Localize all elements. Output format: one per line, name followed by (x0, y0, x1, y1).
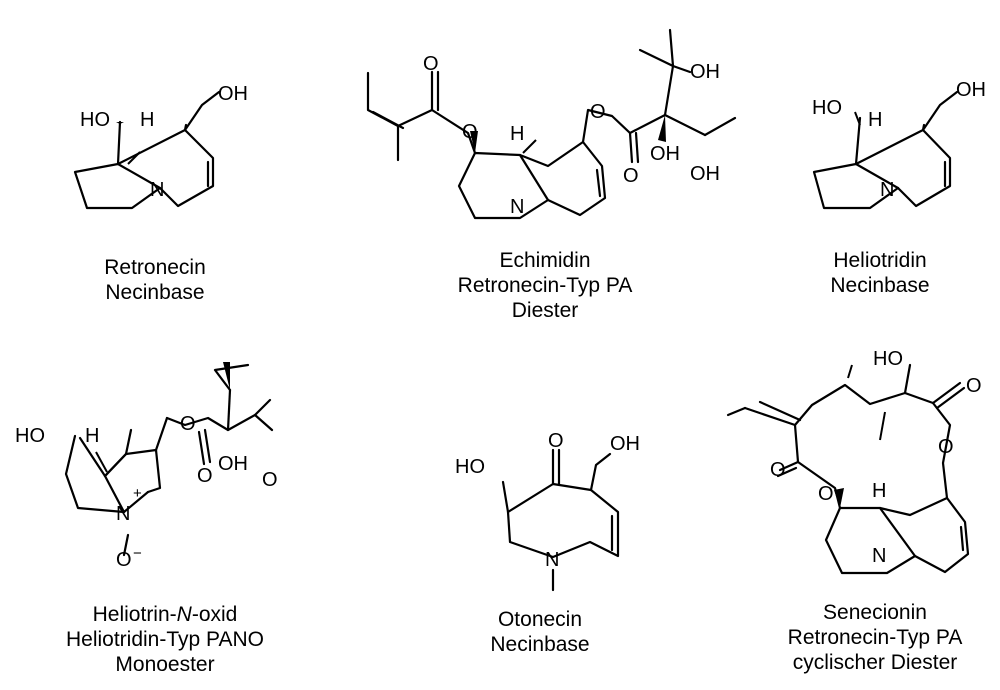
atom-label: H (140, 109, 154, 131)
atom-label: OH (690, 163, 720, 185)
atom-label: O (462, 121, 478, 143)
wedge-bond (223, 362, 230, 390)
wedge-bond (834, 488, 844, 508)
atom-label: H (872, 480, 886, 502)
atom-label: O (180, 413, 196, 435)
atom-label: O (423, 53, 439, 75)
wedge-bond (116, 122, 124, 124)
caption-heliotrin-n-oxid: Heliotrin-N-oxid Heliotridin-Typ PANO Mo… (35, 602, 295, 677)
caption-line: Retronecin-Typ PA (457, 274, 633, 297)
caption-retronecin: Retronecin Necinbase (60, 255, 250, 305)
caption-line: Heliotrin-N-oxid (35, 602, 295, 627)
atom-label: N (545, 549, 559, 571)
caption-line: cyclischer Diester (792, 651, 958, 674)
caption-otonecin: Otonecin Necinbase (450, 607, 630, 657)
caption-line: Necinbase (105, 281, 205, 304)
wedge-bond (470, 131, 478, 153)
caption-echimidin: Echimidin Retronecin-Typ PA Diester (420, 248, 670, 323)
caption-line: Otonecin (497, 608, 583, 631)
atom-label: HO (455, 456, 485, 478)
atom-label: N (150, 179, 164, 201)
caption-line: Echimidin (499, 249, 591, 272)
atom-label: O (590, 101, 606, 123)
atom-label: H (85, 425, 99, 447)
echimidin-structure (366, 28, 737, 220)
caption-line: Retronecin (104, 256, 206, 279)
atom-label: O (197, 465, 213, 487)
caption-line: Monoester (115, 653, 215, 676)
caption-line: Heliotridin (833, 249, 927, 272)
caption-heliotridin: Heliotridin Necinbase (790, 248, 970, 298)
caption-line: Diester (511, 299, 579, 322)
charge-label: + (133, 485, 142, 502)
caption-part: Heliotrin- (92, 603, 177, 626)
atom-label: N (116, 503, 130, 525)
charge-label: − (133, 545, 142, 562)
atom-label: N (872, 545, 886, 567)
atom-label: OH (610, 433, 640, 455)
caption-line: Heliotridin-Typ PANO (65, 628, 264, 651)
atom-label: N (880, 179, 894, 201)
caption-part: -oxid (191, 603, 238, 626)
hash-bond (127, 151, 141, 165)
otonecin-structure (501, 448, 620, 592)
caption-part-italic: N (176, 603, 192, 626)
atom-label: OH (690, 61, 720, 83)
atom-label: H (510, 123, 524, 145)
atom-label: O (116, 549, 132, 571)
heliotridin-structure (812, 90, 959, 210)
atom-label: O (770, 459, 786, 481)
atom-label: OH (218, 83, 248, 105)
atom-label: N (510, 196, 524, 218)
atom-label: OH (956, 79, 986, 101)
caption-senecionin: Senecionin Retronecin-Typ PA cyclischer … (760, 600, 990, 675)
caption-line: Senecionin (823, 601, 927, 624)
caption-line: Necinbase (830, 274, 930, 297)
atom-label: H (868, 109, 882, 131)
atom-label: O (938, 436, 954, 458)
atom-label: O (623, 165, 639, 187)
retronecin-structure (73, 90, 221, 210)
wedge-bond (658, 115, 666, 142)
caption-line: Necinbase (490, 633, 590, 656)
heliotrin-structure (64, 363, 274, 557)
atom-label: O (548, 430, 564, 452)
senecionin-structure (726, 363, 970, 575)
atom-label: HO (812, 97, 842, 119)
atom-label: O (262, 469, 278, 491)
atom-label: HO (873, 348, 903, 370)
atom-label: OH (218, 453, 248, 475)
atom-label: HO (15, 425, 45, 447)
atom-label: OH (650, 143, 680, 165)
atom-label: O (818, 483, 834, 505)
atom-label: O (966, 375, 982, 397)
atom-label: HO (80, 109, 110, 131)
caption-line: Retronecin-Typ PA (787, 626, 963, 649)
